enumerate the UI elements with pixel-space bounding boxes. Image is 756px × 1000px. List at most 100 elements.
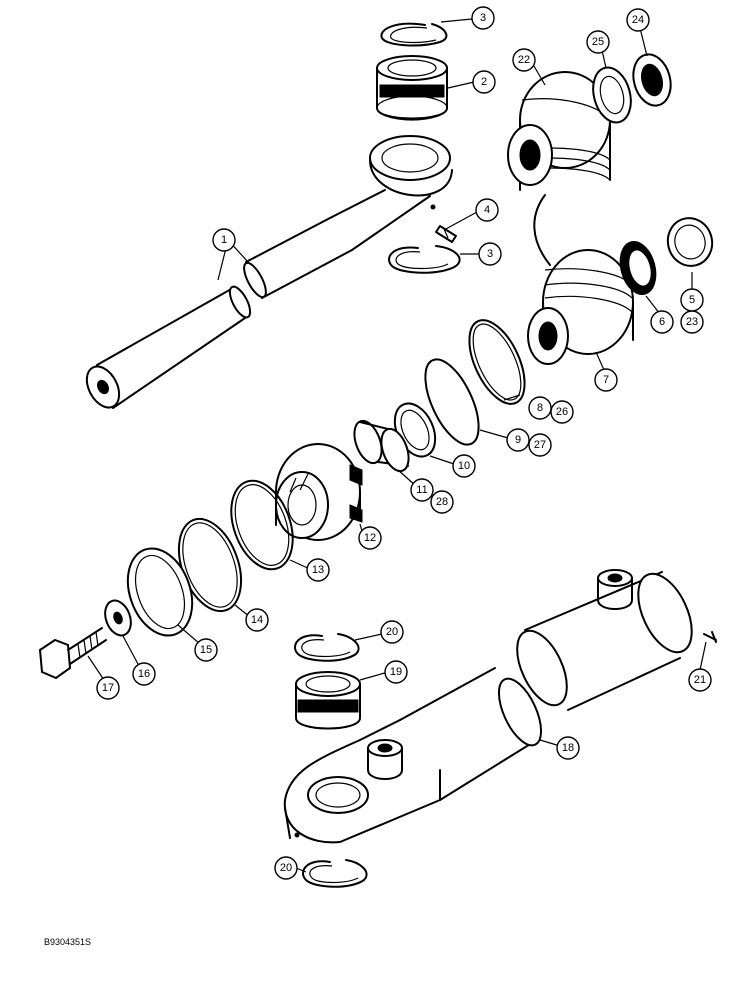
callout-label: 15: [200, 644, 212, 656]
callout-label: 20: [280, 862, 292, 874]
callout-label: 11: [416, 484, 427, 496]
callout-circle: [96, 676, 120, 700]
piston-rod: [85, 135, 453, 409]
callout-label: 8: [537, 402, 543, 414]
callout-1: 1: [212, 228, 236, 252]
callout-2: 2: [472, 70, 496, 94]
grease-fitting: [435, 225, 457, 243]
callout-label: 3: [487, 248, 493, 260]
callout-label: 25: [592, 36, 604, 48]
callout-label: 9: [515, 434, 521, 446]
gland-assembly-lower: [527, 249, 634, 365]
callout-circle: [471, 6, 495, 30]
callout-23: 23: [680, 310, 704, 334]
callout-circle: [306, 558, 330, 582]
callout-circle: [550, 400, 574, 424]
callout-12: 12: [358, 526, 382, 550]
o-ring-large: [468, 319, 526, 405]
callout-circle: [132, 662, 156, 686]
callout-5: 5: [680, 288, 704, 312]
gland-assembly-upper: [507, 71, 611, 266]
callout-circle: [410, 478, 434, 502]
barrel-bearing: [295, 671, 361, 730]
callout-circle: [528, 433, 552, 457]
callout-label: 16: [138, 668, 150, 680]
callout-label: 14: [251, 614, 263, 626]
callout-label: 26: [556, 406, 568, 418]
callout-label: 2: [481, 76, 487, 88]
callout-label: 24: [632, 14, 644, 26]
callout-label: 17: [102, 682, 114, 694]
callout-9: 9: [506, 428, 530, 452]
callout-circle: [472, 70, 496, 94]
snap-ring-middle: [388, 245, 461, 274]
wiper-seal: [592, 66, 632, 124]
callout-10: 10: [452, 454, 476, 478]
callout-label: 21: [694, 674, 706, 686]
callout-27: 27: [528, 433, 552, 457]
callout-label: 20: [386, 626, 398, 638]
wear-ring: [126, 547, 194, 637]
callout-label: 27: [534, 439, 546, 451]
o-ring-medium: [424, 358, 480, 446]
figure-id-label: B9304351S: [44, 937, 91, 947]
callout-circle: [194, 638, 218, 662]
callout-circle: [556, 736, 580, 760]
piston: [275, 443, 363, 541]
callout-circle: [506, 428, 530, 452]
callout-circle: [626, 8, 650, 32]
callout-17: 17: [96, 676, 120, 700]
callout-4: 4: [475, 198, 499, 222]
callout-label: 6: [659, 316, 665, 328]
callout-label: 13: [312, 564, 324, 576]
callout-7: 7: [594, 368, 618, 392]
callout-15: 15: [194, 638, 218, 662]
callout-circle: [430, 490, 454, 514]
callout-circle: [475, 198, 499, 222]
callout-label: 19: [390, 666, 402, 678]
callout-circle: [358, 526, 382, 550]
callout-circle: [380, 620, 404, 644]
callout-22: 22: [512, 48, 536, 72]
callout-24: 24: [626, 8, 650, 32]
callout-19: 19: [384, 660, 408, 684]
callout-26: 26: [550, 400, 574, 424]
callout-label: 5: [689, 294, 695, 306]
callout-label: 1: [221, 234, 227, 246]
snap-ring-lower-b: [302, 859, 368, 888]
callout-20-upper: 20: [380, 620, 404, 644]
callout-3-top: 3: [471, 6, 495, 30]
callout-28: 28: [430, 490, 454, 514]
callout-circle: [274, 856, 298, 880]
callout-label: 28: [436, 496, 448, 508]
callout-20-lower: 20: [274, 856, 298, 880]
rod-seal: [632, 53, 672, 107]
callout-circle: [528, 396, 552, 420]
callout-label: 7: [603, 374, 609, 386]
callout-label: 22: [518, 54, 530, 66]
snap-ring-top: [380, 22, 448, 47]
set-screw: [703, 631, 717, 643]
cylinder-barrel: [283, 569, 693, 844]
rod-end-bearing: [376, 55, 448, 121]
callout-label: 18: [562, 742, 574, 754]
callout-circle: [452, 454, 476, 478]
snap-ring-lower-a: [294, 633, 360, 662]
callout-label: 10: [458, 460, 470, 472]
callout-label: 23: [686, 316, 698, 328]
callout-label: 3: [480, 12, 486, 24]
callout-circle: [512, 48, 536, 72]
callout-label: 12: [364, 532, 376, 544]
callout-14: 14: [245, 608, 269, 632]
callout-circle: [586, 30, 610, 54]
callout-label: 4: [484, 204, 490, 216]
callout-circle: [384, 660, 408, 684]
callout-11: 11: [410, 478, 434, 502]
spacer-tube: [353, 419, 410, 473]
callout-18: 18: [556, 736, 580, 760]
backup-ring: [619, 241, 657, 295]
callout-circle: [688, 668, 712, 692]
callout-16: 16: [132, 662, 156, 686]
piston-ring: [230, 479, 294, 571]
callout-3-middle: 3: [478, 242, 502, 266]
